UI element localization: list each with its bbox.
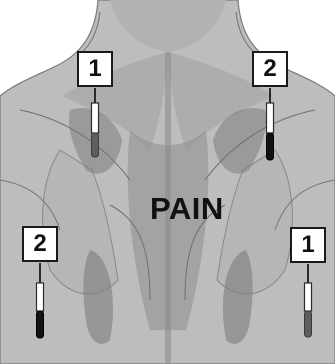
- electrode-tag-bottom-right: 1: [290, 227, 326, 263]
- electrode-tag-top-left: 1: [77, 51, 113, 87]
- electrode-tag-bottom-left: 2: [22, 226, 58, 262]
- pain-label: PAIN: [150, 193, 224, 224]
- electrode-tag-top-right: 2: [252, 51, 288, 87]
